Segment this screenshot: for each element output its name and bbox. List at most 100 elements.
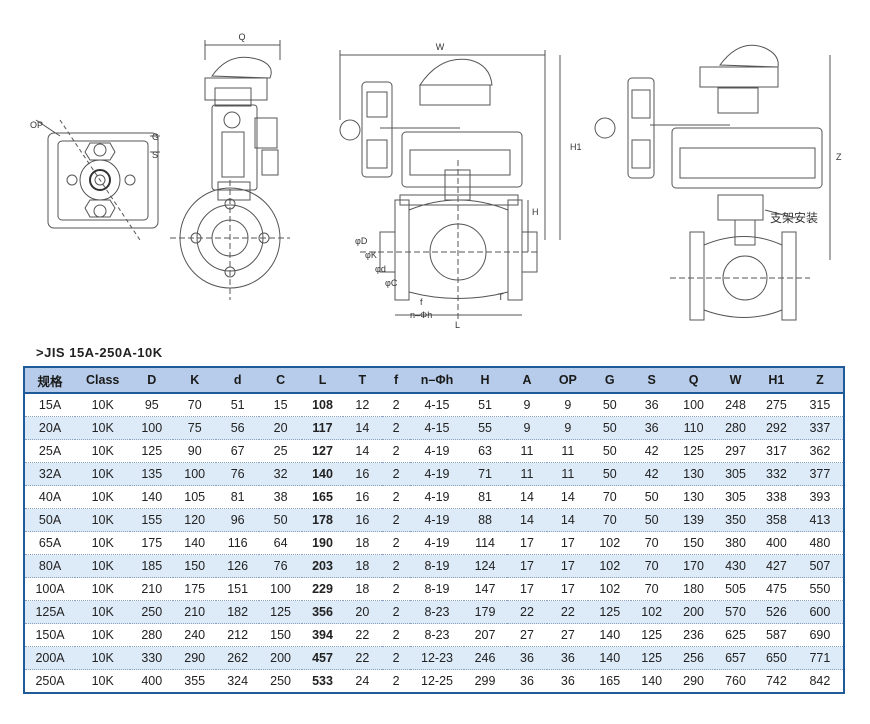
table-cell: 8-19 bbox=[410, 554, 464, 578]
table-cell: 76 bbox=[259, 554, 303, 578]
label-s: S bbox=[152, 150, 158, 160]
table-cell: 55 bbox=[463, 416, 507, 440]
table-cell: 50 bbox=[588, 416, 632, 440]
table-cell: 550 bbox=[796, 577, 844, 601]
table-cell: 130 bbox=[672, 485, 716, 509]
table-cell: 36 bbox=[547, 646, 589, 670]
table-cell: 280 bbox=[130, 623, 174, 647]
table-cell: 88 bbox=[463, 508, 507, 532]
table-cell: 140 bbox=[631, 669, 673, 694]
table-cell: 108 bbox=[302, 393, 343, 417]
table-cell: 10K bbox=[75, 669, 131, 694]
table-cell: 280 bbox=[715, 416, 756, 440]
table-cell: 125 bbox=[672, 439, 716, 463]
table-cell: 427 bbox=[755, 554, 797, 578]
table-cell: 178 bbox=[302, 508, 343, 532]
table-cell: 32 bbox=[259, 462, 303, 486]
table-cell: 100 bbox=[173, 462, 217, 486]
table-cell: 105 bbox=[173, 485, 217, 509]
table-cell: 75 bbox=[173, 416, 217, 440]
label-k: φK bbox=[365, 250, 377, 260]
table-cell: 179 bbox=[463, 600, 507, 624]
label-q: Q bbox=[238, 32, 245, 42]
table-cell: 8-23 bbox=[410, 600, 464, 624]
table-cell: 20 bbox=[342, 600, 382, 624]
table-cell: 480 bbox=[796, 531, 844, 555]
table-cell: 533 bbox=[302, 669, 343, 694]
table-cell: 116 bbox=[216, 531, 260, 555]
table-cell: 200 bbox=[672, 600, 716, 624]
table-cell: 240 bbox=[173, 623, 217, 647]
table-cell: 299 bbox=[463, 669, 507, 694]
table-cell: 135 bbox=[130, 462, 174, 486]
table-cell: 10K bbox=[75, 508, 131, 532]
table-cell: 124 bbox=[463, 554, 507, 578]
table-cell: 102 bbox=[588, 554, 632, 578]
table-cell: 14 bbox=[547, 508, 589, 532]
table-cell: 22 bbox=[547, 600, 589, 624]
table-cell: 475 bbox=[755, 577, 797, 601]
table-cell: 50 bbox=[259, 508, 303, 532]
table-cell: 42 bbox=[631, 462, 673, 486]
table-cell: 200 bbox=[259, 646, 303, 670]
table-cell: 140 bbox=[588, 646, 632, 670]
table-cell: 147 bbox=[463, 577, 507, 601]
table-cell: 190 bbox=[302, 531, 343, 555]
table-cell: 27 bbox=[547, 623, 589, 647]
table-cell: 16 bbox=[342, 485, 382, 509]
table-cell: 11 bbox=[547, 439, 589, 463]
table-cell: 305 bbox=[715, 485, 756, 509]
table-cell: 165 bbox=[302, 485, 343, 509]
table-cell: 102 bbox=[588, 531, 632, 555]
table-cell: 96 bbox=[216, 508, 260, 532]
column-header: L bbox=[302, 367, 343, 394]
column-header: D bbox=[130, 367, 174, 394]
table-cell: 14 bbox=[547, 485, 589, 509]
table-cell: 100 bbox=[672, 393, 716, 417]
table-cell: 71 bbox=[463, 462, 507, 486]
label-z: Z bbox=[836, 152, 842, 162]
table-cell: 114 bbox=[463, 531, 507, 555]
table-cell: 139 bbox=[672, 508, 716, 532]
table-cell: 65A bbox=[24, 531, 76, 555]
table-cell: 155 bbox=[130, 508, 174, 532]
table-cell: 80A bbox=[24, 554, 76, 578]
table-cell: 27 bbox=[506, 623, 548, 647]
table-cell: 8-23 bbox=[410, 623, 464, 647]
column-header: 规格 bbox=[24, 367, 76, 394]
table-cell: 256 bbox=[672, 646, 716, 670]
valve-technical-drawing: Q W H1 Z H OP G S φD φK φd φC L T f n–Φh… bbox=[30, 32, 842, 330]
table-cell: 17 bbox=[506, 531, 548, 555]
table-cell: 2 bbox=[381, 416, 411, 440]
table-cell: 170 bbox=[672, 554, 716, 578]
table-cell: 150 bbox=[672, 531, 716, 555]
table-cell: 50 bbox=[588, 439, 632, 463]
table-cell: 120 bbox=[173, 508, 217, 532]
table-cell: 2 bbox=[381, 485, 411, 509]
label-l: L bbox=[455, 320, 460, 330]
table-cell: 17 bbox=[547, 531, 589, 555]
table-cell: 10K bbox=[75, 554, 131, 578]
table-cell: 200A bbox=[24, 646, 76, 670]
table-cell: 9 bbox=[506, 416, 548, 440]
table-cell: 248 bbox=[715, 393, 756, 417]
table-cell: 81 bbox=[463, 485, 507, 509]
table-cell: 15A bbox=[24, 393, 76, 417]
label-op: OP bbox=[30, 120, 43, 130]
column-header: C bbox=[259, 367, 303, 394]
table-cell: 100 bbox=[130, 416, 174, 440]
table-cell: 50 bbox=[588, 462, 632, 486]
table-cell: 4-15 bbox=[410, 416, 464, 440]
table-cell: 250 bbox=[130, 600, 174, 624]
table-cell: 100 bbox=[259, 577, 303, 601]
table-cell: 393 bbox=[796, 485, 844, 509]
table-cell: 362 bbox=[796, 439, 844, 463]
table-cell: 125 bbox=[130, 439, 174, 463]
label-d: φD bbox=[355, 236, 368, 246]
table-cell: 11 bbox=[506, 462, 548, 486]
table-cell: 210 bbox=[130, 577, 174, 601]
